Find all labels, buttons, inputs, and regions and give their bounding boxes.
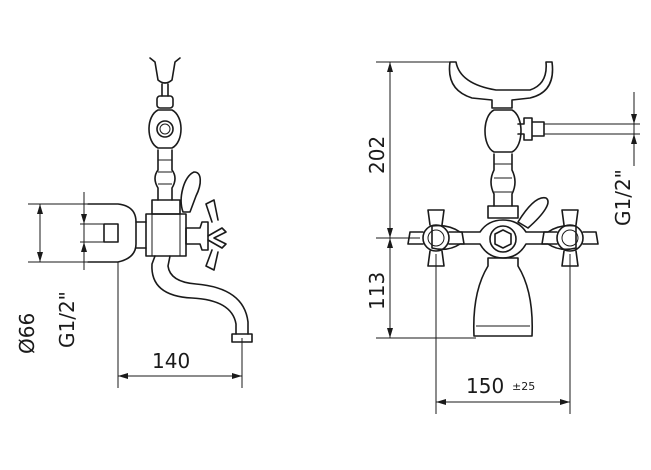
front-hex xyxy=(494,229,512,249)
front-hex-outer xyxy=(489,225,517,253)
dim-height-202: 202 xyxy=(365,136,389,174)
side-view xyxy=(87,57,253,343)
front-top-nut xyxy=(487,205,519,219)
dim-width-140: 140 xyxy=(152,349,190,373)
front-column xyxy=(490,153,516,207)
front-holder-cradle xyxy=(448,61,554,109)
side-holder-nut xyxy=(156,95,174,109)
dim-diameter-66: Ø66 xyxy=(15,313,39,354)
side-holder-fork xyxy=(149,57,181,97)
side-lever xyxy=(180,171,202,213)
side-escutcheon xyxy=(87,203,137,263)
side-dimensions xyxy=(28,192,243,388)
front-view xyxy=(407,61,640,337)
side-inlet xyxy=(103,223,119,243)
front-lever xyxy=(517,197,549,229)
side-top-nut xyxy=(151,199,181,215)
front-body xyxy=(431,219,577,259)
dim-height-113: 113 xyxy=(365,272,389,310)
side-ring-outer xyxy=(148,109,182,149)
side-aerator xyxy=(231,333,253,343)
dim-spacing-150: 150 xyxy=(466,374,504,398)
dim-thread-left: G1/2" xyxy=(55,291,79,348)
dim-tolerance: ±25 xyxy=(512,380,535,393)
front-spout xyxy=(472,257,534,337)
side-column xyxy=(154,149,176,201)
side-cross-handle xyxy=(185,221,209,251)
front-dimensions xyxy=(376,61,637,414)
side-ring-hole xyxy=(156,120,174,138)
dim-thread-right: G1/2" xyxy=(611,169,635,226)
front-ring xyxy=(484,109,522,153)
front-side-outlet xyxy=(517,117,545,141)
side-spout xyxy=(151,255,249,335)
